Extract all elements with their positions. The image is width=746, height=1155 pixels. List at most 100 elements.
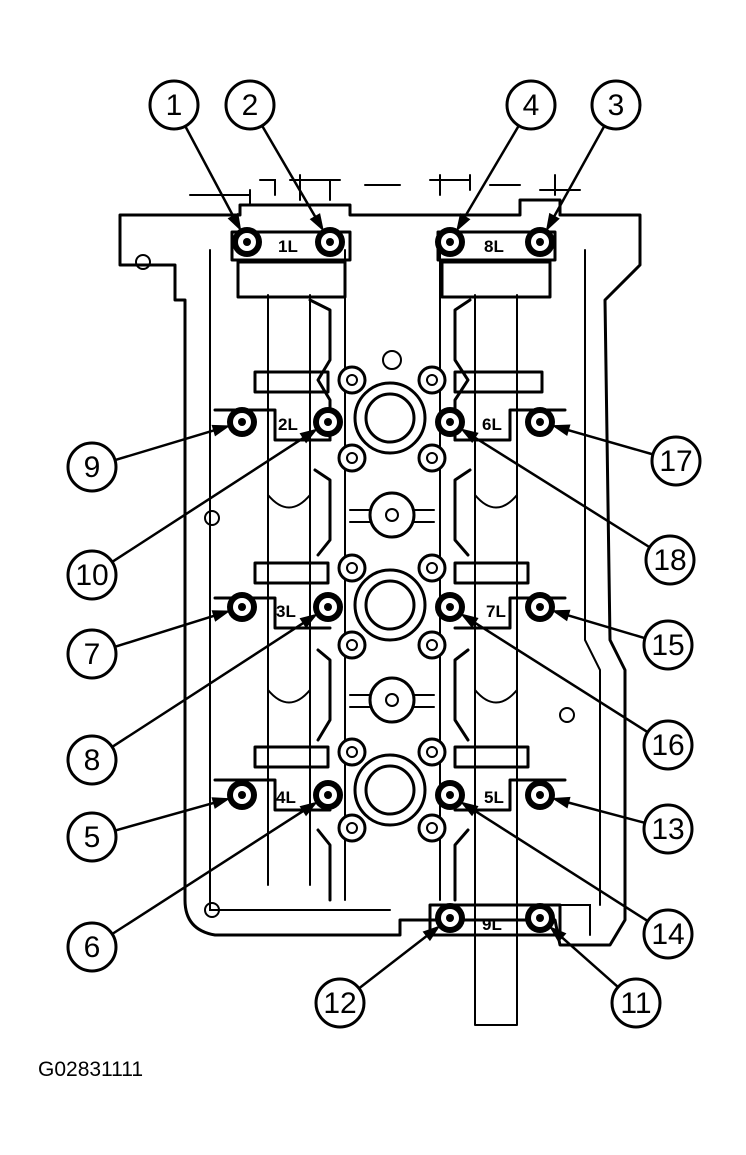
tower-bolt-4 — [417, 443, 447, 473]
tower-bolt-8 — [417, 630, 447, 660]
cap-bolt-16 — [435, 592, 465, 622]
cap-label-7l: 7L — [486, 602, 506, 621]
leader-arrow-17 — [551, 424, 571, 437]
cap-label-2l: 2L — [278, 415, 298, 434]
leader-arrow-15 — [551, 609, 571, 622]
callout-number-17: 17 — [659, 445, 692, 478]
cap-label-4l: 4L — [276, 788, 296, 807]
callout-5: 5 — [66, 811, 118, 863]
callout-1: 1 — [148, 79, 200, 131]
callout-17: 17 — [650, 435, 702, 487]
callout-2: 2 — [224, 79, 276, 131]
leader-arrow-18 — [460, 428, 479, 444]
tower-bolt-7 — [337, 630, 367, 660]
callout-number-10: 10 — [75, 559, 108, 592]
leader-arrow-1 — [227, 212, 242, 232]
tower-bolt-9 — [337, 737, 367, 767]
cap-bolt-2 — [315, 227, 345, 257]
leader-line-8 — [111, 614, 316, 748]
cap-label-3l: 3L — [276, 602, 296, 621]
tower-bolt-2 — [417, 365, 447, 395]
cap-bolt-8 — [313, 592, 343, 622]
leader-line-10 — [111, 429, 316, 563]
cap-bolt-4 — [435, 227, 465, 257]
cap-label-5l: 5L — [484, 788, 504, 807]
center-tower — [308, 249, 472, 902]
callout-number-6: 6 — [84, 931, 101, 964]
leader-arrow-11 — [548, 925, 567, 943]
callout-number-8: 8 — [84, 744, 101, 777]
leader-line-6 — [111, 802, 316, 936]
callout-number-5: 5 — [84, 821, 101, 854]
cap-bolt-12 — [435, 903, 465, 933]
callout-number-4: 4 — [523, 89, 540, 122]
cylinder-head-outline — [118, 174, 642, 947]
leader-arrow-6 — [299, 801, 318, 817]
cap-bolt-18 — [435, 407, 465, 437]
leader-arrow-9 — [211, 424, 231, 437]
callout-3: 3 — [590, 79, 642, 131]
cap-labels: 1L 8L 2L 6L 3L 7L 4L 5L 9L — [276, 237, 506, 934]
cap-bolt-9 — [227, 407, 257, 437]
callout-number-18: 18 — [653, 544, 686, 577]
cap-bolt-15 — [525, 592, 555, 622]
cap-bolt-7 — [227, 592, 257, 622]
leader-arrow-8 — [299, 613, 318, 629]
leader-arrow-7 — [211, 610, 231, 622]
leader-arrow-16 — [460, 613, 479, 629]
leader-line-2 — [261, 125, 324, 229]
leader-line-17 — [555, 425, 654, 456]
callout-number-12: 12 — [323, 987, 356, 1020]
callout-number-13: 13 — [651, 813, 684, 846]
leader-arrow-12 — [422, 925, 441, 942]
callout-14: 14 — [642, 908, 694, 960]
tower-bolt-5 — [337, 553, 367, 583]
callout-7: 7 — [66, 628, 118, 680]
cap-bolt-3 — [525, 227, 555, 257]
callout-9: 9 — [66, 441, 118, 493]
callout-number-2: 2 — [242, 89, 259, 122]
leader-line-5 — [114, 798, 227, 832]
cap-bolt-13 — [525, 780, 555, 810]
leader-line-9 — [114, 425, 228, 462]
cap-bolt-1 — [232, 227, 262, 257]
leader-line-16 — [462, 614, 649, 734]
callout-16: 16 — [642, 719, 694, 771]
tower-bolt-11 — [337, 813, 367, 843]
cap-label-1l: 1L — [278, 237, 298, 256]
leader-line-12 — [358, 926, 439, 990]
leader-line-1 — [184, 125, 241, 229]
tower-bolt-3 — [337, 443, 367, 473]
leader-line-7 — [114, 610, 228, 649]
callout-10: 10 — [66, 549, 118, 601]
tower-bolt-6 — [417, 553, 447, 583]
callout-18: 18 — [644, 534, 696, 586]
callout-number-11: 11 — [620, 987, 651, 1020]
tower-bolt-1 — [337, 365, 367, 395]
leader-arrow-3 — [545, 212, 560, 232]
callout-13: 13 — [642, 803, 694, 855]
cap-bolt-6 — [313, 780, 343, 810]
leader-arrow-4 — [456, 213, 471, 232]
cap-bolt-17 — [525, 407, 555, 437]
leader-line-15 — [554, 610, 646, 640]
figure-code: G02831111 — [38, 1058, 144, 1081]
leader-arrow-2 — [309, 213, 324, 232]
callout-number-3: 3 — [608, 89, 625, 122]
callout-11: 11 — [610, 977, 662, 1029]
callout-number-7: 7 — [84, 638, 101, 671]
cap-bolt-5 — [227, 780, 257, 810]
callout-12: 12 — [314, 977, 366, 1029]
leader-arrow-10 — [299, 428, 318, 444]
cap-label-6l: 6L — [482, 415, 502, 434]
leader-lines — [111, 125, 654, 990]
cap-bolts — [227, 227, 555, 933]
leader-arrow-14 — [460, 801, 479, 817]
leader-line-3 — [546, 125, 606, 229]
cap-label-9l: 9L — [482, 915, 502, 934]
callout-number-15: 15 — [651, 629, 684, 662]
tower-hold-down-bolts — [337, 365, 447, 843]
tower-bolt-10 — [417, 737, 447, 767]
